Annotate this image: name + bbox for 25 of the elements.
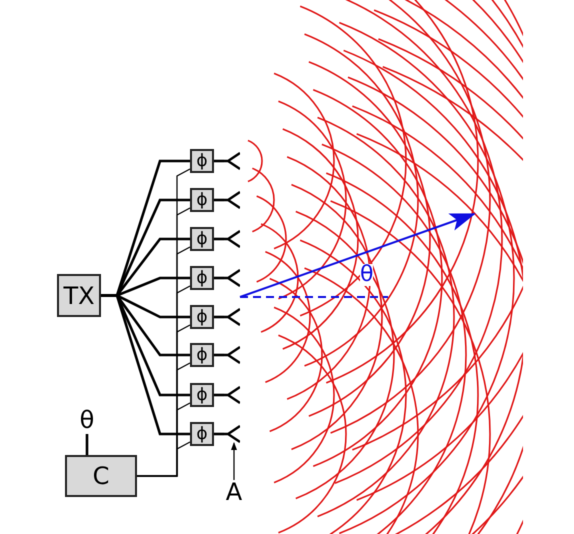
connector-line [214, 394, 224, 396]
phase-shifter-box: ϕ [190, 422, 214, 446]
connector-line [101, 294, 190, 436]
phase-shifter-box: ϕ [190, 305, 214, 329]
connector-line [214, 316, 224, 318]
connector-line [214, 354, 224, 356]
phase-shifter-box: ϕ [190, 383, 214, 407]
phase-shifter-box: ϕ [190, 188, 214, 212]
leader-arrow [231, 442, 237, 480]
controller-box: C [65, 455, 137, 497]
connector-line [137, 441, 190, 477]
phase-shifter-box: ϕ [190, 227, 214, 251]
angle-label: θ [360, 264, 374, 286]
connector-line [214, 432, 224, 436]
connector-line [214, 160, 224, 162]
transmitter-box: TX [57, 274, 101, 317]
connector-line [214, 238, 224, 240]
node-label: A [226, 480, 242, 504]
connector-line [214, 198, 224, 202]
connector-line [214, 276, 224, 280]
phase-shifter-box: ϕ [190, 149, 214, 173]
node-label: θ [80, 408, 94, 432]
connector-line [86, 434, 88, 455]
phase-shifter-box: ϕ [190, 266, 214, 290]
phase-shifter-box: ϕ [190, 343, 214, 367]
